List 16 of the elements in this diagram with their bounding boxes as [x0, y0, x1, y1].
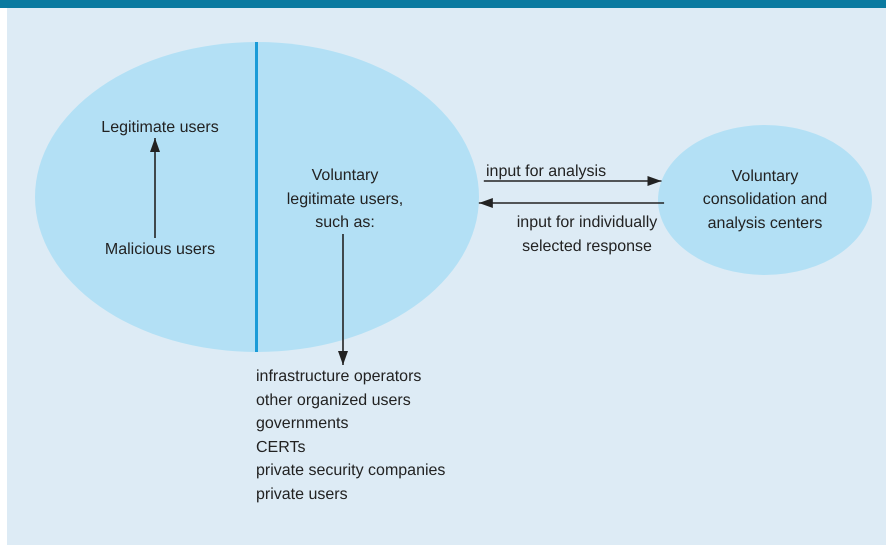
node-text: Legitimate users: [85, 116, 235, 138]
arrow: [338, 234, 348, 365]
edge-label: input for individually selected response: [516, 213, 658, 256]
list-item: governments: [256, 414, 350, 434]
list-item: other organized users: [256, 390, 412, 410]
list-item: private users: [256, 484, 349, 504]
edge-label: input for analysis: [486, 162, 608, 182]
node-text: Malicious users: [85, 238, 235, 260]
node-label: Voluntary consolidation and analysis centers: [702, 166, 828, 234]
list-item: infrastructure operators: [256, 367, 422, 387]
list-item: private security companies: [256, 461, 446, 481]
node-text: Voluntary legitimate users, such as:: [280, 164, 410, 234]
arrow: [478, 198, 664, 208]
list-item: CERTs: [256, 438, 306, 458]
arrow: [150, 138, 160, 238]
arrow: [484, 176, 662, 186]
